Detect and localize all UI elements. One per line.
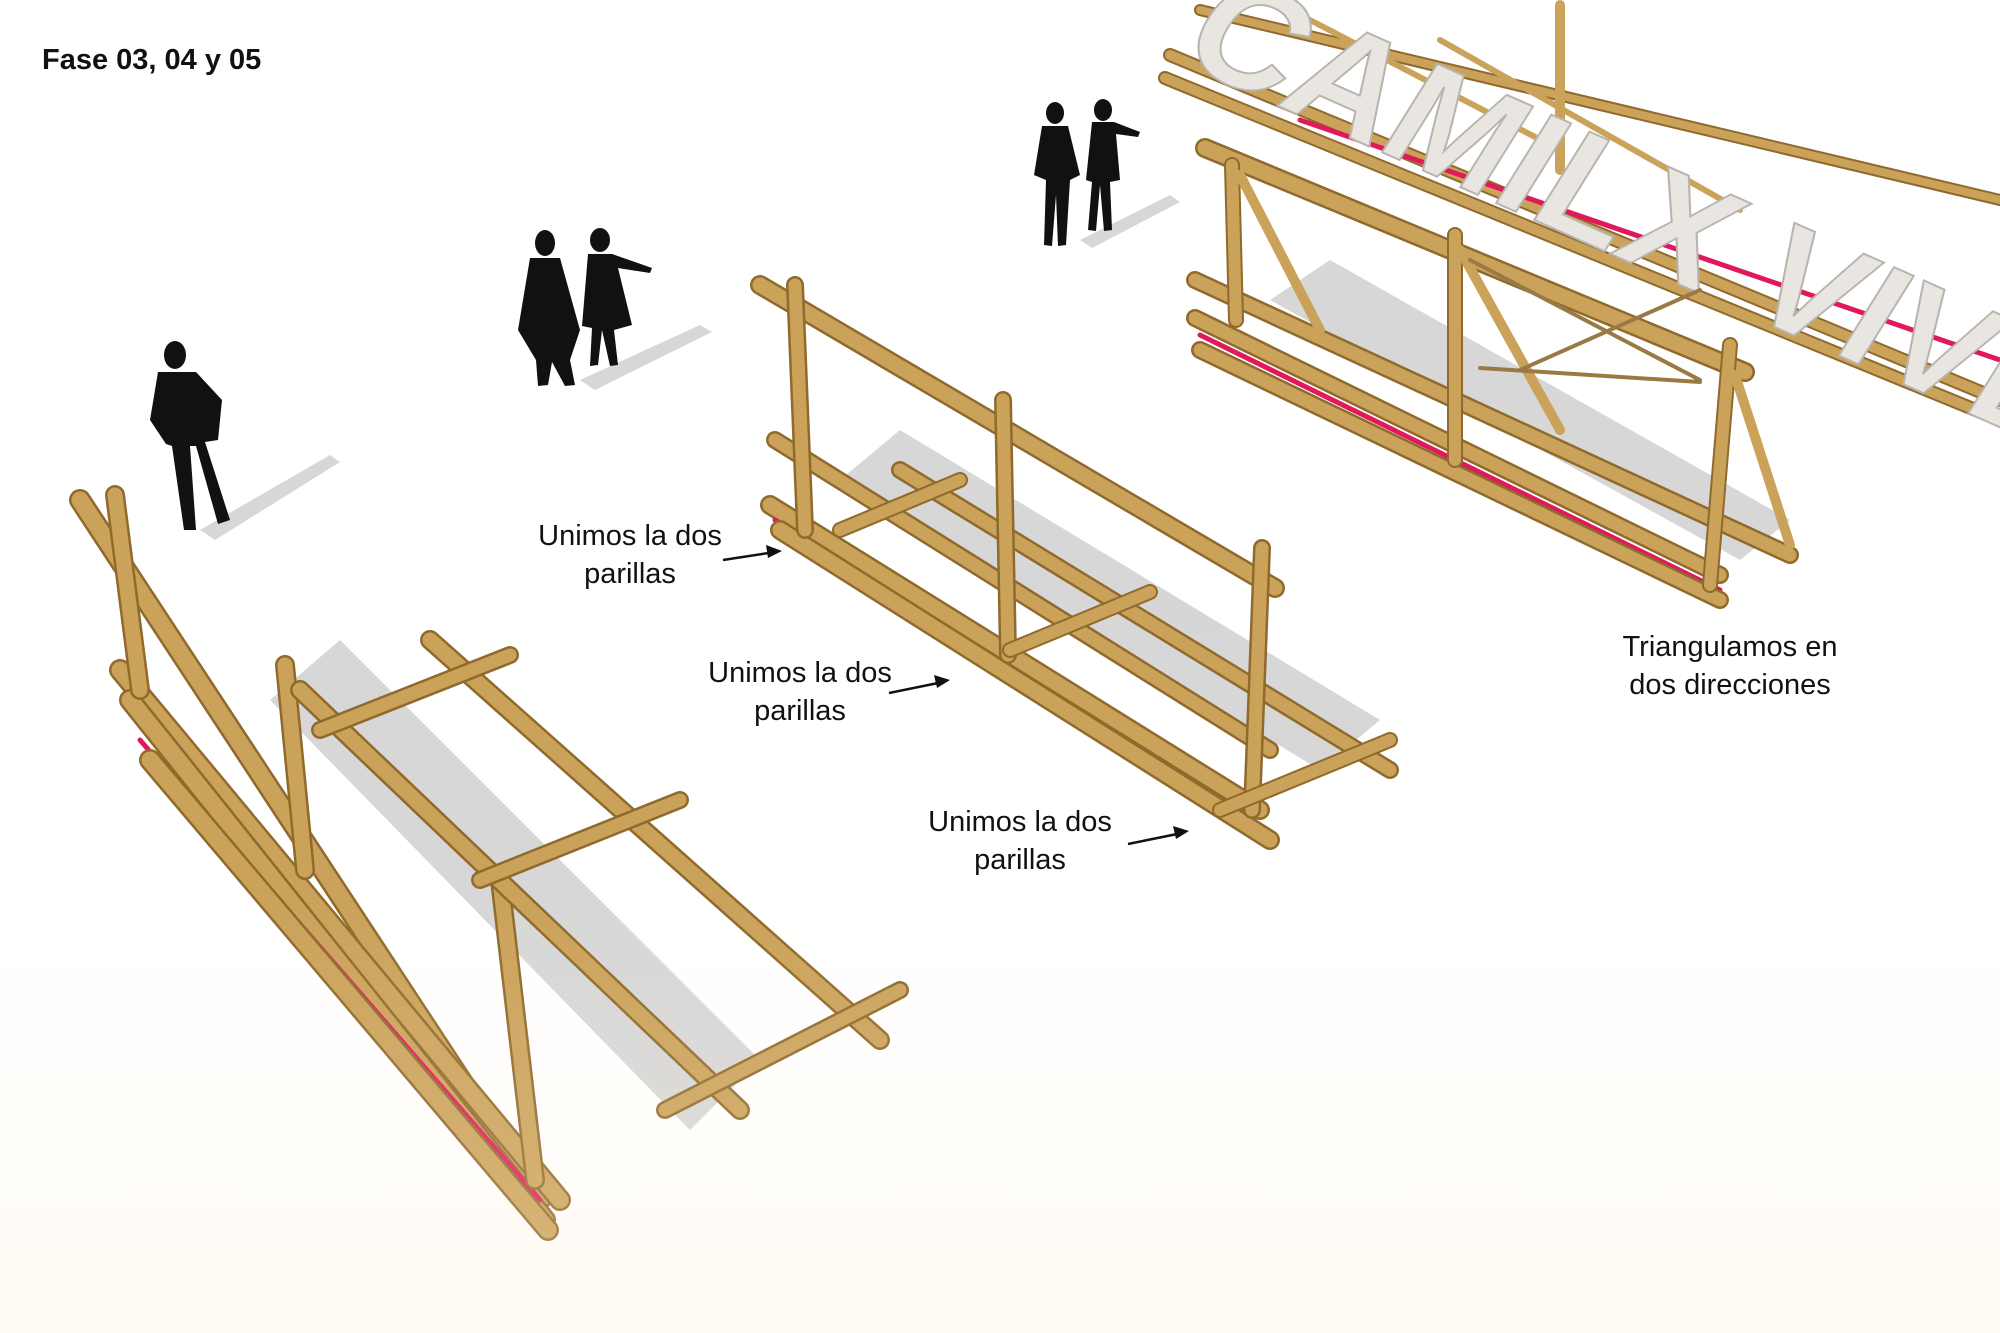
people-3-shadow bbox=[1080, 195, 1180, 248]
person-silhouette-2 bbox=[518, 230, 580, 386]
annotation-2-line-2: parillas bbox=[754, 695, 846, 727]
person-1-shadow bbox=[200, 455, 340, 540]
people-2-shadow bbox=[580, 325, 712, 390]
bamboo-frame-2 bbox=[750, 275, 1399, 850]
annotation-2-line-1: Unimos la dos bbox=[708, 657, 892, 689]
annotation-4-line-2: dos direcciones bbox=[1629, 669, 1831, 701]
arrow-2 bbox=[888, 675, 950, 695]
annotation-1-line-1: Unimos la dos bbox=[538, 520, 722, 552]
annotation-1-line-2: parillas bbox=[584, 558, 676, 590]
person-silhouette-5 bbox=[1086, 99, 1140, 231]
annotation-3: Unimos la dos parillas bbox=[890, 803, 1150, 879]
annotation-2: Unimos la dos parillas bbox=[670, 654, 930, 730]
annotation-4: Triangulamos en dos direcciones bbox=[1590, 628, 1870, 704]
frame-3-shadow bbox=[1270, 260, 1790, 560]
ground-glow bbox=[0, 900, 2000, 1333]
person-silhouette-1 bbox=[150, 341, 230, 530]
annotation-3-line-2: parillas bbox=[974, 844, 1066, 876]
bamboo-frame-3 bbox=[1186, 138, 1799, 609]
annotation-3-line-1: Unimos la dos bbox=[928, 806, 1112, 838]
person-silhouette-4 bbox=[1034, 102, 1080, 246]
person-silhouette-3 bbox=[582, 228, 652, 366]
annotation-4-line-1: Triangulamos en bbox=[1622, 631, 1838, 663]
annotation-arrows bbox=[722, 545, 1189, 846]
arrow-3 bbox=[1127, 826, 1189, 846]
arrow-1 bbox=[722, 545, 782, 562]
annotation-1: Unimos la dos parillas bbox=[500, 517, 760, 593]
sign-frame bbox=[1158, 0, 2000, 427]
page-title: Fase 03, 04 y 05 bbox=[42, 44, 262, 76]
